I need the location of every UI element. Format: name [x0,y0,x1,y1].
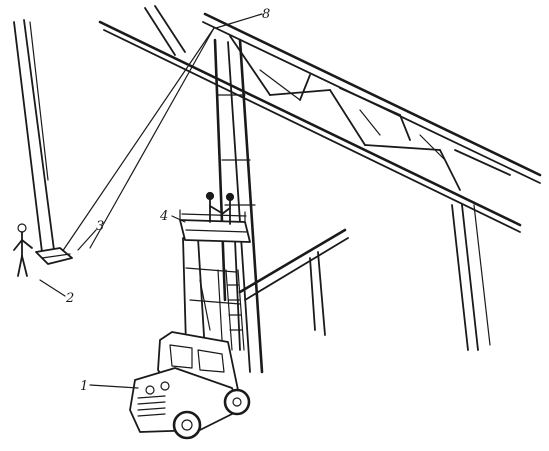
right-column [451,204,491,351]
work-platform [179,209,251,243]
hoisting-rope [61,27,215,253]
platform-workers [205,191,235,225]
lifting-mast [182,237,245,353]
left-column [13,19,55,253]
callout-4: 4 [159,209,168,224]
callout-2: 2 [65,291,74,306]
callout-3: 3 [96,219,104,234]
ground-worker [13,223,33,277]
leader-lines [39,13,263,389]
callout-1: 1 [80,379,88,394]
roof-truss [98,5,542,233]
ground-winch [35,247,73,265]
callout-8: 8 [262,7,270,22]
side-beam [238,228,349,336]
forklift-truck [129,331,251,440]
